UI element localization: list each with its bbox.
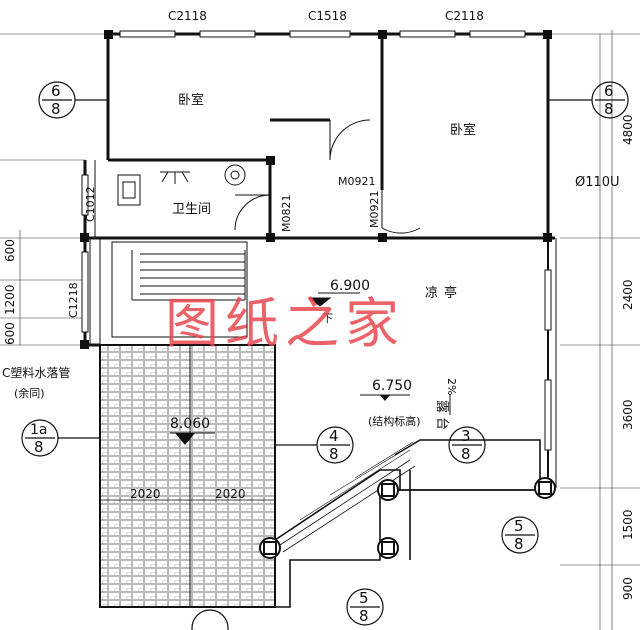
dim-left-2: 600: [3, 322, 17, 345]
window-label-bath: C1012: [84, 186, 97, 222]
axis-right-5-top: 5: [514, 517, 524, 535]
axis-left-lower-top: 1a: [30, 422, 48, 438]
window-label-top-middle: C1518: [308, 9, 347, 23]
room-terrace: 露台: [434, 400, 449, 434]
roof-paving: [99, 344, 276, 608]
axis-mid-4-bottom: 8: [329, 445, 339, 463]
level-terrace: 6.750: [372, 378, 412, 394]
dim-right-0: 4800: [621, 114, 635, 145]
terrace-columns: [259, 477, 556, 559]
dim-right-2: 3600: [621, 399, 635, 430]
axis-markers: [21, 81, 629, 630]
stair: [111, 241, 332, 338]
axis-terrace-3-bottom: 8: [461, 445, 471, 463]
dim-right-1: 2400: [621, 279, 635, 310]
watermark: 图纸之家: [165, 292, 405, 355]
door-label-bedroom-right: M0921: [368, 191, 381, 229]
window-label-bottom-left: 2020: [130, 487, 161, 501]
level-pavilion: 6.900: [330, 278, 370, 294]
axis-right-upper-bottom: 8: [604, 100, 614, 118]
axis-right-upper-top: 6: [604, 82, 614, 100]
slope-label: 2%: [445, 378, 458, 395]
dim-left-0: 600: [3, 239, 17, 262]
window-label-top-left: C2118: [168, 9, 207, 23]
axis-left-lower-bottom: 8: [34, 438, 44, 456]
doors: [234, 119, 421, 234]
room-pavilion: 凉亭: [425, 285, 463, 301]
walls: [83, 32, 557, 488]
room-bedroom-left: 卧室: [178, 92, 204, 108]
axis-right-5-bottom: 8: [514, 535, 524, 553]
pipe-label: Ø110U: [575, 175, 620, 190]
dim-right-3: 1500: [621, 509, 635, 540]
downpipe-label: C塑料水落管: [2, 365, 70, 380]
room-bedroom-right: 卧室: [450, 122, 476, 138]
terrace-outline: [274, 439, 541, 608]
roof-level-arrow: [175, 433, 195, 445]
door-label-bath: M0821: [280, 195, 293, 233]
dim-left-1: 1200: [3, 284, 17, 315]
dim-right-4: 900: [621, 577, 635, 600]
axis-terrace-3-top: 3: [461, 427, 471, 445]
window-label-stair: C1218: [67, 282, 80, 318]
axis-left-upper-top: 6: [51, 82, 61, 100]
columns: [80, 30, 552, 349]
downpipe-note: (余同): [14, 386, 45, 400]
axis-bottom-5-bottom: 8: [359, 607, 369, 625]
axis-mid-4-top: 4: [329, 427, 339, 445]
bathroom-fixtures: [117, 164, 246, 206]
window-label-top-right: C2118: [445, 9, 484, 23]
axis-bottom-5-top: 5: [359, 589, 369, 607]
window-marks: [81, 30, 552, 451]
room-bathroom: 卫生间: [172, 202, 211, 217]
axis-left-upper-bottom: 8: [51, 100, 61, 118]
door-label-bedroom-left: M0921: [338, 175, 376, 188]
level-roof: 8.060: [170, 416, 210, 432]
stair-down-label: 下: [322, 312, 333, 325]
window-label-bottom-right: 2020: [215, 487, 246, 501]
level-terrace-note: (结构标高): [368, 414, 421, 428]
